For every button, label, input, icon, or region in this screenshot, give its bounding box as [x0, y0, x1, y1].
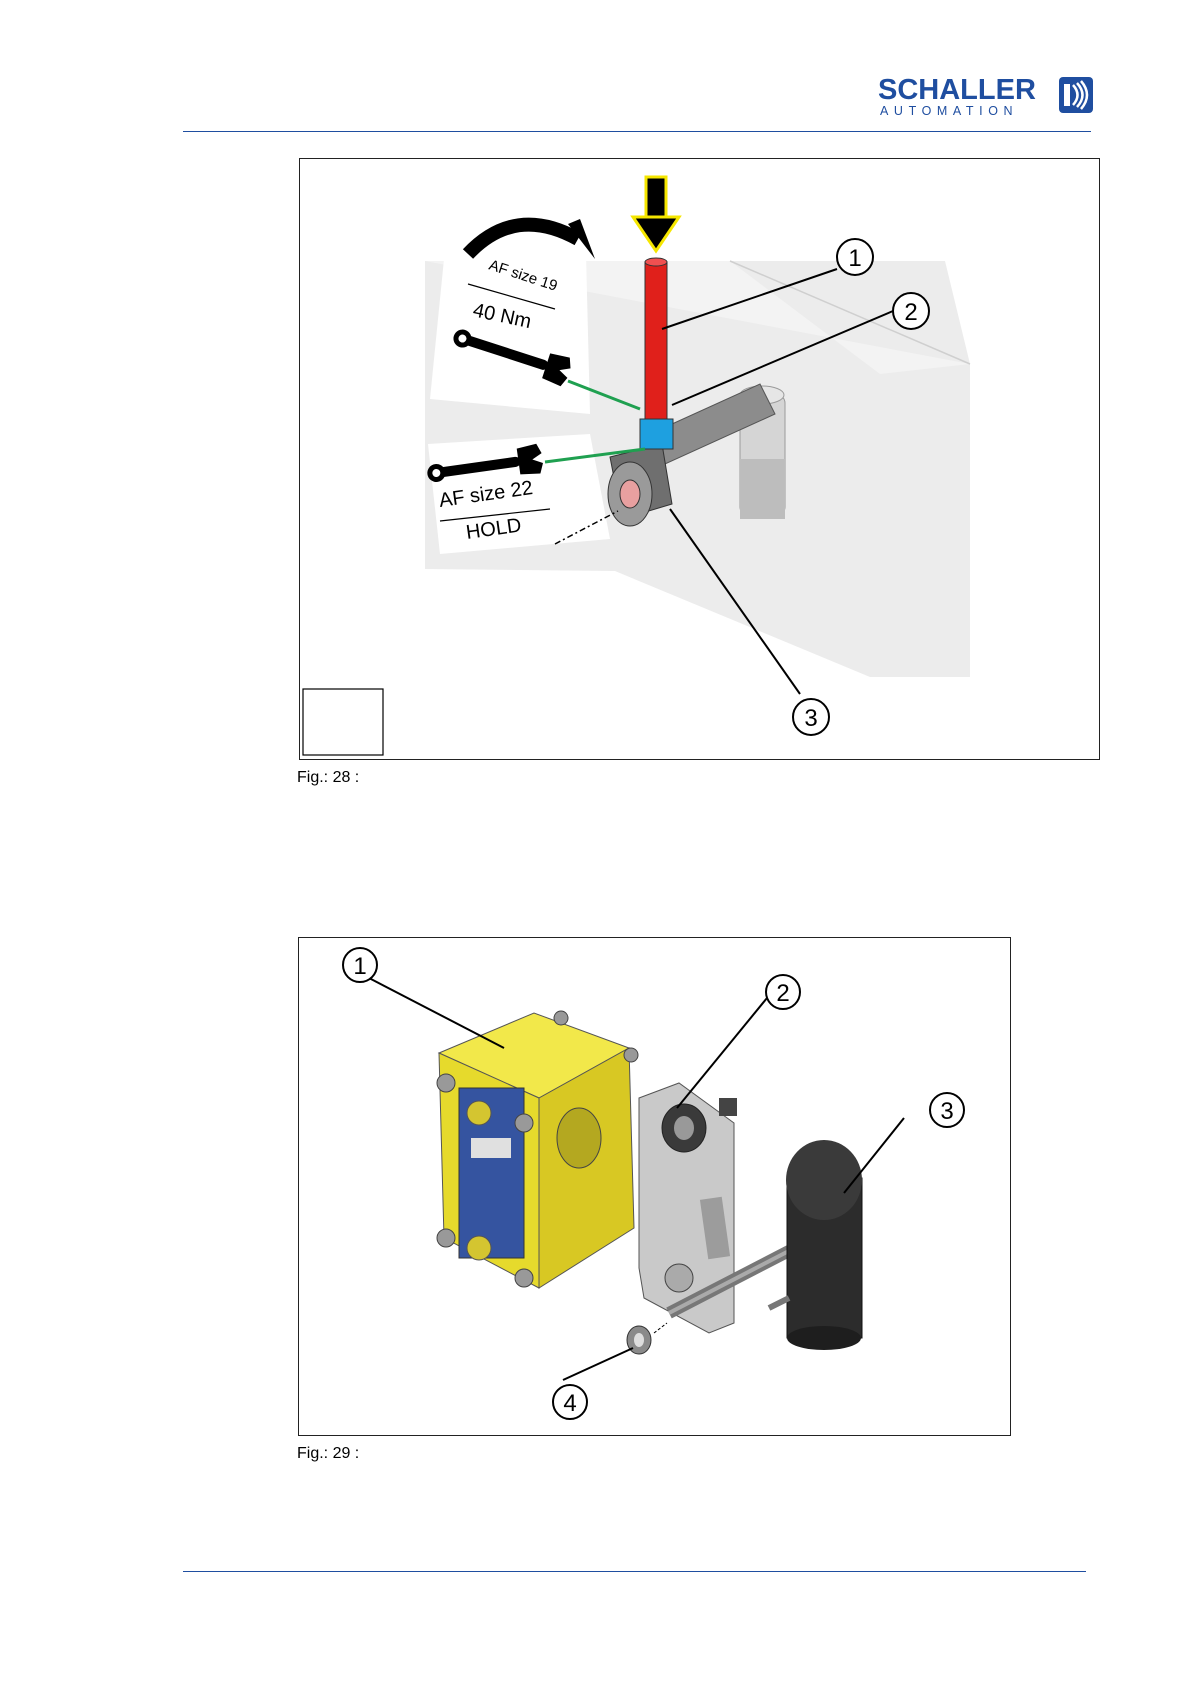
svg-text:3: 3: [804, 705, 817, 732]
figure-29-illustration: 1 2 3 4: [299, 938, 1010, 1435]
header-rule: [183, 131, 1091, 132]
blue-nut: [640, 419, 673, 449]
red-rod: [645, 262, 667, 422]
logo-subline: AUTOMATION: [880, 104, 1036, 118]
figure-28-illustration: AF size 19 40 Nm AF size 22 HOLD 1 2 3: [300, 159, 1099, 759]
figure-28-caption: Fig.: 28 :: [297, 769, 359, 787]
svg-text:3: 3: [940, 1098, 953, 1125]
callout-1: 1: [837, 239, 873, 275]
callout-4: 4: [553, 1385, 587, 1419]
svg-text:2: 2: [776, 980, 789, 1007]
figure-28: AF size 19 40 Nm AF size 22 HOLD 1 2 3: [299, 158, 1100, 760]
figure-29-caption: Fig.: 29 :: [297, 1445, 359, 1463]
svg-text:2: 2: [904, 299, 917, 326]
company-logo: SCHALLER AUTOMATION: [878, 76, 1096, 116]
figure-29: 1 2 3 4: [298, 937, 1011, 1436]
adapter-plate: [639, 1083, 737, 1333]
callout-3: 3: [930, 1093, 964, 1127]
svg-text:4: 4: [563, 1390, 576, 1417]
symbol-box: [303, 689, 383, 755]
logo-wordmark: SCHALLER: [878, 76, 1036, 105]
svg-text:1: 1: [353, 953, 366, 980]
callout-3: 3: [793, 699, 829, 735]
sensor-housing-yellow: [437, 1011, 638, 1288]
logo-mark-icon: [1058, 76, 1094, 114]
svg-text:1: 1: [848, 245, 861, 272]
footer-rule: [183, 1571, 1086, 1572]
callout-1: 1: [343, 948, 377, 982]
push-arrow-icon: [633, 177, 679, 251]
callout-2: 2: [766, 975, 800, 1009]
callout-2: 2: [893, 293, 929, 329]
